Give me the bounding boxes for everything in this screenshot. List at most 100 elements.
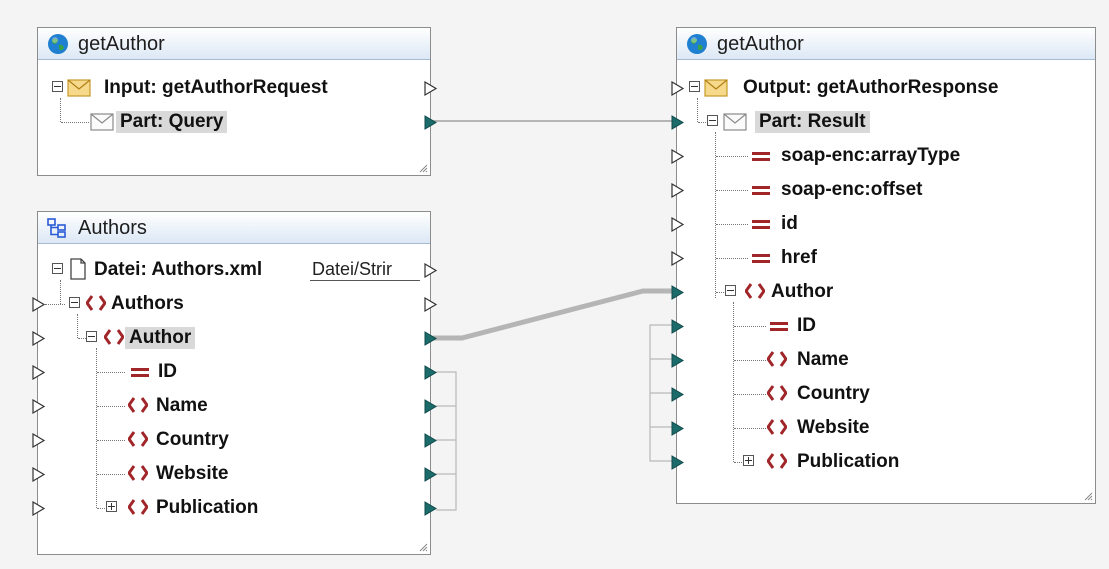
input-port-connected[interactable] (671, 319, 685, 335)
authors-component[interactable]: Authors Datei: Authors.xml Datei/Strir A… (32, 211, 437, 555)
authors-root-label: Authors (111, 293, 184, 314)
xml-schema-icon (47, 218, 66, 238)
output-port-connected[interactable] (424, 115, 438, 131)
authors-component-title: Authors (78, 217, 147, 239)
part-envelope-icon (723, 113, 747, 131)
file-node[interactable]: Datei: Authors.xml (48, 255, 428, 285)
country-label: Country (156, 429, 229, 450)
output-component-getauthor[interactable]: getAuthor Output: getAuthorResponse Part… (671, 27, 1096, 504)
element-icon (767, 384, 787, 402)
output-port-connected[interactable] (424, 501, 438, 517)
output-port[interactable] (424, 81, 438, 97)
author-element-node[interactable]: Author (685, 277, 1065, 307)
message-envelope-icon (67, 79, 91, 97)
input-port[interactable] (32, 433, 46, 449)
input-port-connected[interactable] (671, 353, 685, 369)
collapse-toggle[interactable] (86, 331, 97, 342)
attribute-icon (131, 368, 149, 377)
authors-root-node[interactable]: Authors (48, 289, 418, 319)
publication-element-node[interactable]: Publication (685, 447, 1065, 477)
element-icon (128, 464, 148, 482)
tree-line (734, 394, 766, 395)
website-element-node[interactable]: Website (685, 413, 1065, 443)
collapse-toggle[interactable] (52, 81, 63, 92)
collapse-toggle[interactable] (52, 263, 63, 274)
tree-line (734, 462, 744, 463)
output-port-connected[interactable] (424, 399, 438, 415)
resize-grip-icon[interactable] (418, 163, 428, 173)
resize-grip-icon[interactable] (418, 542, 428, 552)
file-path-dropdown[interactable]: Datei/Strir (310, 259, 420, 281)
country-element-node[interactable]: Country (685, 379, 1065, 409)
tree-line (716, 156, 748, 157)
attribute-icon (752, 254, 770, 263)
output-port-connected[interactable] (424, 331, 438, 347)
publication-element-node[interactable]: Publication (48, 493, 418, 523)
input-port[interactable] (32, 297, 46, 313)
input-port[interactable] (671, 217, 685, 233)
authors-component-titlebar[interactable]: Authors (38, 212, 430, 244)
href-attribute-node[interactable]: href (685, 243, 1065, 273)
input-port-connected[interactable] (671, 285, 685, 301)
input-port[interactable] (32, 331, 46, 347)
author-id-attribute-node[interactable]: ID (685, 311, 1065, 341)
country-label: Country (797, 383, 870, 404)
id-attribute-node[interactable]: id (685, 209, 1065, 239)
part-result-node[interactable]: Part: Result (703, 107, 1083, 137)
output-port[interactable] (424, 297, 438, 313)
input-port[interactable] (671, 251, 685, 267)
input-component-titlebar[interactable]: getAuthor (38, 28, 430, 60)
globe-icon (48, 34, 68, 54)
tree-line (97, 440, 125, 441)
tree-line (78, 338, 90, 339)
part-result-label: Part: Result (755, 111, 870, 133)
element-icon (128, 498, 148, 516)
input-port[interactable] (32, 501, 46, 517)
input-port[interactable] (671, 183, 685, 199)
website-element-node[interactable]: Website (48, 459, 418, 489)
input-port[interactable] (32, 467, 46, 483)
input-port-connected[interactable] (671, 387, 685, 403)
expand-toggle[interactable] (743, 455, 754, 466)
expand-toggle[interactable] (106, 501, 117, 512)
name-element-node[interactable]: Name (48, 391, 418, 421)
tree-line (61, 122, 89, 123)
collapse-toggle[interactable] (707, 115, 718, 126)
output-port-connected[interactable] (424, 365, 438, 381)
input-port[interactable] (32, 399, 46, 415)
output-response-node[interactable]: Output: getAuthorResponse (685, 73, 1085, 103)
input-port[interactable] (671, 149, 685, 165)
offset-attribute-node[interactable]: soap-enc:offset (685, 175, 1065, 205)
element-icon (767, 452, 787, 470)
input-component-getauthor[interactable]: getAuthor Input: getAuthorRequest Part: … (37, 27, 437, 176)
input-port-connected[interactable] (671, 421, 685, 437)
collapse-toggle[interactable] (725, 285, 736, 296)
input-port-connected[interactable] (671, 455, 685, 471)
id-label: ID (158, 361, 177, 382)
array-type-attribute-node[interactable]: soap-enc:arrayType (685, 141, 1065, 171)
input-request-node[interactable]: Input: getAuthorRequest (48, 73, 428, 103)
tree-line (60, 280, 61, 304)
author-node[interactable]: Author (48, 323, 418, 353)
tree-line (45, 304, 65, 305)
id-attribute-node[interactable]: ID (48, 357, 418, 387)
output-port-connected[interactable] (424, 467, 438, 483)
array-type-label: soap-enc:arrayType (781, 145, 961, 166)
output-port-connected[interactable] (424, 433, 438, 449)
author-label: Author (771, 281, 834, 302)
collapse-toggle[interactable] (69, 297, 80, 308)
name-element-node[interactable]: Name (685, 345, 1065, 375)
name-label: Name (797, 349, 849, 370)
output-component-title: getAuthor (717, 33, 804, 55)
input-port-connected[interactable] (671, 115, 685, 131)
output-port[interactable] (424, 263, 438, 279)
resize-grip-icon[interactable] (1083, 491, 1093, 501)
country-element-node[interactable]: Country (48, 425, 418, 455)
collapse-toggle[interactable] (689, 81, 700, 92)
input-port[interactable] (32, 365, 46, 381)
input-port[interactable] (671, 81, 685, 97)
output-component-titlebar[interactable]: getAuthor (677, 28, 1095, 60)
part-query-node[interactable]: Part: Query (88, 107, 418, 137)
